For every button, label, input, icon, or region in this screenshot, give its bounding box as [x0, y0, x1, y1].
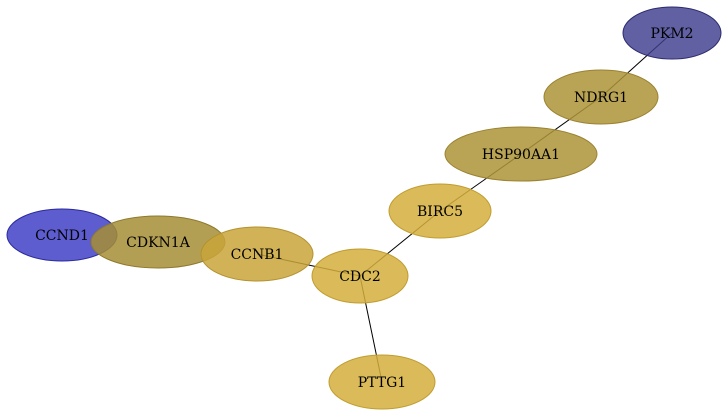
node-cdkn1a[interactable]: CDKN1A	[90, 215, 226, 269]
node-ccnb1-label: CCNB1	[231, 247, 284, 263]
node-ndrg1-shape	[543, 69, 659, 125]
node-hsp90aa1[interactable]: HSP90AA1	[444, 126, 598, 182]
node-hsp90aa1-label: HSP90AA1	[482, 147, 560, 163]
node-pkm2[interactable]: PKM2	[622, 6, 722, 60]
node-ndrg1[interactable]: NDRG1	[543, 69, 659, 125]
node-ccnb1-shape	[200, 226, 314, 282]
node-pttg1-label: PTTG1	[358, 375, 406, 391]
node-pttg1[interactable]: PTTG1	[328, 354, 436, 410]
node-birc5[interactable]: BIRC5	[388, 183, 492, 239]
node-pkm2-shape	[622, 6, 722, 60]
node-birc5-label: BIRC5	[417, 204, 463, 220]
node-ccnb1[interactable]: CCNB1	[200, 226, 314, 282]
node-birc5-shape	[388, 183, 492, 239]
node-pttg1-shape	[328, 354, 436, 410]
node-cdc2[interactable]: CDC2	[311, 248, 409, 304]
node-ndrg1-label: NDRG1	[574, 90, 628, 106]
node-hsp90aa1-shape	[444, 126, 598, 182]
node-cdc2-shape	[311, 248, 409, 304]
node-cdc2-label: CDC2	[339, 269, 381, 285]
node-pkm2-label: PKM2	[650, 26, 693, 42]
node-layer: PKM2 NDRG1 HSP90AA1 BIRC5 CCND1 CDKN1A C…	[6, 6, 722, 410]
node-cdkn1a-label: CDKN1A	[126, 235, 191, 251]
node-ccnd1-label: CCND1	[35, 228, 89, 244]
